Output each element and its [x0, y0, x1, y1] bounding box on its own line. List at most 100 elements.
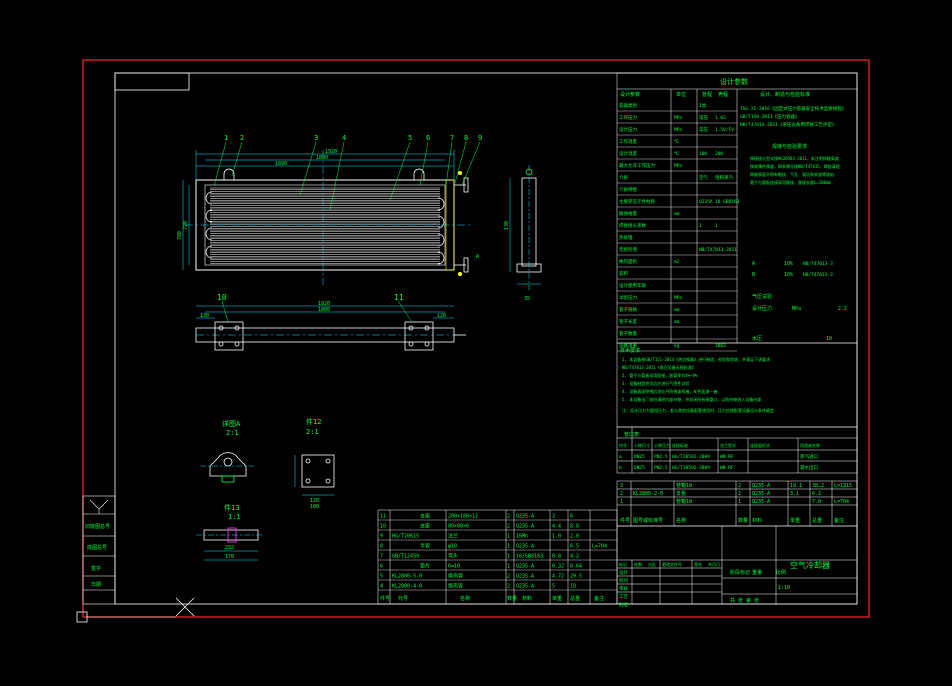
bom-lower-cell-3-2: 半管 [420, 543, 430, 550]
bom-lower-cell-6-4: 2 [507, 574, 510, 580]
bom-lower-cell-7-3: 换热管 [448, 583, 463, 590]
spec-tube-2: 常压 [699, 126, 708, 133]
balloon-leader-3 [299, 141, 317, 196]
return-bend-right [437, 233, 445, 247]
balloon-leader-8 [454, 141, 467, 184]
nde-row-b-pct: 10% [784, 272, 793, 278]
bom-lower-cell-5-3: δ=10 [448, 564, 460, 570]
balloon-10-leader [221, 300, 229, 323]
return-bend-right [437, 215, 445, 229]
bom-lower-cell-0-2: 支座 [420, 513, 430, 520]
balloon-leader-2 [231, 141, 243, 177]
note-line-4: 4. 设备表面除锈后涂红丹防锈漆两遍，灰色面漆一遍 [622, 388, 717, 394]
spec-unit-9: mm [674, 212, 680, 217]
title-sheet: 共 张 第 张 [730, 597, 759, 604]
bom-lower-cell-6-3: 换热管 [448, 573, 463, 580]
dim-side-1: 35 [524, 296, 530, 302]
balloon-5: 5 [408, 134, 412, 142]
bom-lower-cell-5-0: 6 [380, 564, 383, 570]
std-block-title: 设计、制造与检验标准 [760, 91, 810, 98]
nozzle-cell-0-6: 蒸汽进口 [800, 453, 818, 460]
bom-upper-header-3: 数量 [738, 517, 748, 524]
bom-lower-cell-3-8: L=704 [592, 544, 607, 550]
bom-lower-cell-7-0: 4 [380, 584, 383, 590]
test-row-2-label: 设计压力 [752, 305, 772, 312]
bom-lower-cell-1-0: 10 [380, 524, 386, 530]
nozzle-header-1: 公称尺寸 [634, 442, 650, 448]
bom-lower-cell-4-4: 1 [507, 554, 510, 560]
spec-param-7: 介质特性 [619, 186, 637, 193]
title-role-1: 校对 [619, 577, 628, 584]
spec-table-title: 设计参数 [720, 77, 748, 86]
weld-line-2: 按较薄件厚度，焊条牌号按NB/T47015，焊前清理 [750, 163, 840, 169]
bom-lower-cell-6-1: KL2800-5-0 [392, 574, 422, 580]
spec-param-19: 管子数量 [619, 330, 637, 337]
detail-a-title: 详图A [222, 419, 241, 428]
nde-row-a-pct: 10% [784, 261, 793, 267]
balloon-3: 3 [314, 134, 318, 142]
return-bend-right [437, 251, 445, 265]
notes-lines: 1. 本设备按GB/T151-2014《热交换器》进行制造、检验和验收，并满足下… [622, 356, 770, 402]
bom-lower-cell-2-1: HG/T20615 [392, 534, 419, 540]
weld-line-4: 管子与管板连接采用胀接，胀接长度L=200mm [750, 179, 831, 185]
nozzle-header-2: 公称压力 [654, 442, 670, 448]
title-label-5: 年月日 [708, 561, 720, 567]
bom-upper-header-6: 总重 [812, 517, 822, 524]
bom-upper-cell-0-6: 38.2 [812, 483, 824, 489]
spec-param-9: 腐蚀裕量 [619, 210, 637, 217]
title-label-3: 更改文件号 [662, 561, 682, 567]
cut-mark-a: A [476, 254, 479, 260]
nozzle-cell-1-1: DN25 [634, 465, 645, 471]
plan-view [195, 305, 466, 351]
balloon-10: 10 [217, 293, 227, 302]
nozzle-cell-1-3: HG/T20592-2009 [672, 465, 710, 471]
bom-lower-cell-1-7: 8.8 [570, 524, 579, 530]
nde-row-b-std: NB/T47013-3 [803, 272, 833, 278]
return-bend-left [205, 227, 213, 241]
bom-lower-cell-6-6: 4.72 [552, 574, 564, 580]
spec-shell-2: 1.58/FV [715, 127, 734, 133]
spec-param-16: 试验压力 [619, 294, 637, 301]
bom-lower-cell-5-5: Q235-A [516, 564, 534, 570]
bom-lower-cell-5-4: 1 [507, 564, 510, 570]
balloon-leader-4 [329, 141, 345, 211]
side-view [509, 165, 542, 290]
return-bend-left [205, 245, 213, 259]
notes-title: 技术要求 [620, 347, 640, 354]
bom-lower-cell-5-7: 0.64 [570, 564, 582, 570]
spec-unit-13: m2 [674, 259, 680, 265]
nozzle-header-3: 连接标准 [672, 442, 688, 448]
balloon-4: 4 [342, 134, 346, 142]
detail-b-scale: 2:1 [306, 428, 319, 436]
balloon-leader-9 [461, 141, 481, 186]
spec-tube-4: 100 [699, 151, 707, 157]
crosshair-b [175, 597, 195, 617]
balloon-2: 2 [240, 134, 244, 142]
nozzle-header-6: 用途或名称 [800, 442, 820, 448]
dim-front-3: 1920 [325, 149, 337, 155]
spec-tube-6: 空气 [699, 174, 708, 181]
bom-upper-header-7: 备注 [834, 517, 844, 524]
bom-lower-footer-2: 名称 [460, 595, 470, 602]
bom-lower-cell-3-5: Q235-A [516, 544, 534, 550]
title-label-2: 分区 [648, 561, 656, 567]
nozzle-cell-0-3: HG/T20592-2009 [672, 454, 710, 460]
title-label-4: 签名 [694, 561, 702, 567]
bom-lower-footer-4: 材料 [522, 595, 532, 602]
note-line-2: 2. 管子与管板采用胀接，胀管率为4%~8% [622, 372, 698, 378]
spec-unit-5: MPa [674, 163, 682, 169]
test-row-1-label: 气压试验 [752, 293, 772, 300]
title-name: 空气冷却器 [790, 560, 830, 570]
bom-upper-cell-0-3: 2 [738, 483, 741, 489]
dim-plan-2: 1800 [318, 307, 330, 313]
nde-row-a-label: A [752, 261, 755, 267]
bom-lower-footer-6: 总重 [570, 595, 580, 602]
balloon-leaders [213, 141, 481, 211]
title-ratio: 比例 [776, 569, 786, 576]
bom-lower-cell-6-5: Q235-A [516, 574, 534, 580]
spec-param-10: 焊接接头系数 [619, 222, 646, 229]
balloon-leader-7 [445, 141, 453, 186]
